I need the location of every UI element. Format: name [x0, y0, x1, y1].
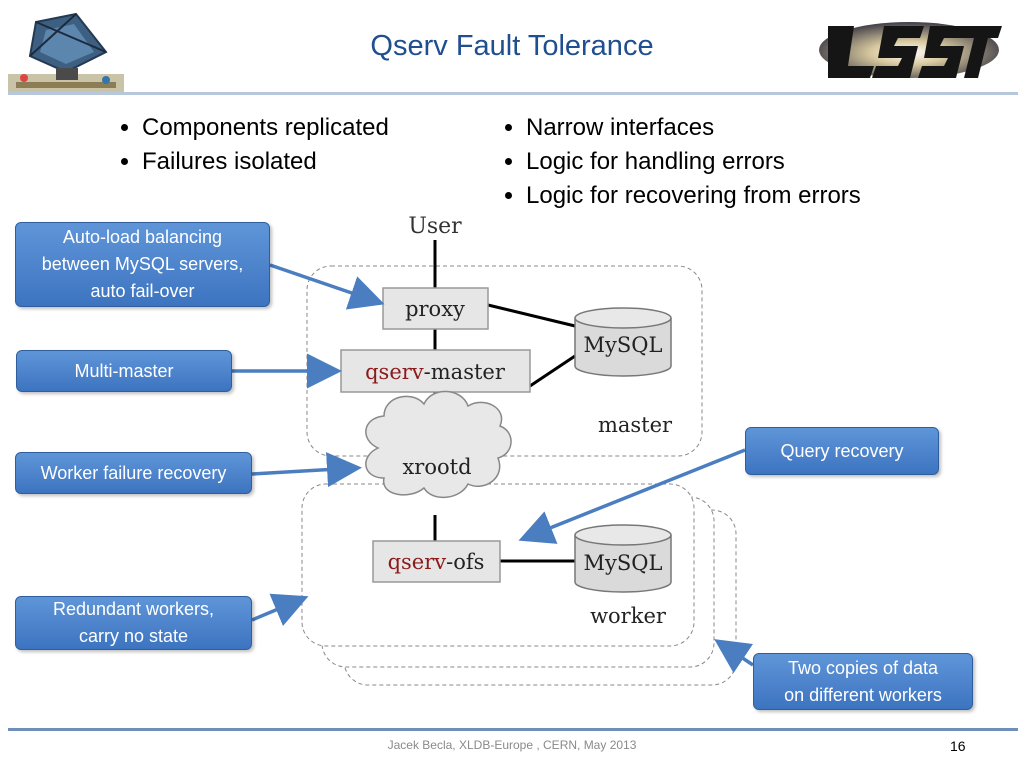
callout-load-balancing: Auto-load balancing between MySQL server…: [15, 222, 270, 307]
arrow-two-copies: [714, 639, 754, 674]
bullet-list-right: Narrow interfaces Logic for handling err…: [508, 111, 861, 213]
xrootd-cloud: [365, 390, 512, 498]
callout-line: Multi-master: [74, 360, 174, 381]
callout-two-copies: Two copies of data on different workers: [753, 653, 973, 710]
bullet-list-left: Components replicated Failures isolated: [124, 111, 389, 179]
page-number: 16: [950, 738, 966, 754]
callout-line: carry no state: [78, 626, 189, 646]
proxy-label: proxy: [405, 297, 465, 321]
bullet-item: Logic for recovering from errors: [526, 179, 861, 213]
qserv-master-label: qserv-master: [365, 360, 506, 384]
callout-worker-failure: Worker failure recovery: [15, 452, 252, 494]
slide-footer: Jacek Becla, XLDB-Europe , CERN, May 201…: [387, 738, 637, 752]
mysql-worker-label: MySQL: [584, 551, 663, 575]
header-divider: [8, 92, 1018, 95]
arrow-load-balancing: [269, 263, 385, 310]
callout-line: on different workers: [784, 684, 942, 705]
mysql-master-cylinder: [574, 307, 672, 377]
arrow-redundant-workers: [251, 593, 309, 626]
footer-divider: [8, 728, 1018, 731]
bullet-item: Failures isolated: [142, 145, 389, 179]
callout-line: Auto-load balancing: [62, 227, 223, 247]
telescope-logo: [6, 12, 126, 98]
callout-line: Two copies of data: [787, 657, 939, 678]
bullet-item: Narrow interfaces: [526, 111, 861, 145]
callout-multi-master: Multi-master: [16, 350, 232, 392]
qserv-ofs-label: qserv-ofs: [388, 550, 485, 574]
mysql-worker-cylinder: [574, 524, 672, 593]
worker-group-label: worker: [590, 604, 667, 628]
bullet-item: Components replicated: [142, 111, 389, 145]
callout-redundant-workers: Redundant workers, carry no state: [15, 596, 252, 650]
proxy-mysql-link: [487, 303, 576, 328]
callout-line: Query recovery: [780, 440, 904, 461]
qserv-ofs-box: [372, 540, 501, 583]
callout-line: between MySQL servers,: [41, 254, 244, 274]
master-group: [306, 265, 703, 457]
callout-line: auto fail-over: [90, 281, 195, 301]
callout-line: Worker failure recovery: [40, 462, 227, 483]
master-mysql-link: [529, 354, 576, 388]
callout-line: Redundant workers,: [52, 599, 215, 619]
arrow-query-recovery: [518, 448, 746, 544]
bullet-item: Logic for handling errors: [526, 145, 861, 179]
xrootd-label: xrootd: [402, 455, 471, 479]
slide-title: Qserv Fault Tolerance: [370, 30, 654, 62]
qserv-master-box: [340, 349, 531, 393]
arrow-worker-failure: [251, 452, 362, 488]
master-group-label: master: [598, 413, 673, 437]
lsst-logo: [814, 8, 1004, 86]
user-label: User: [408, 214, 462, 239]
mysql-master-label: MySQL: [584, 333, 663, 357]
callout-query-recovery: Query recovery: [745, 427, 939, 475]
